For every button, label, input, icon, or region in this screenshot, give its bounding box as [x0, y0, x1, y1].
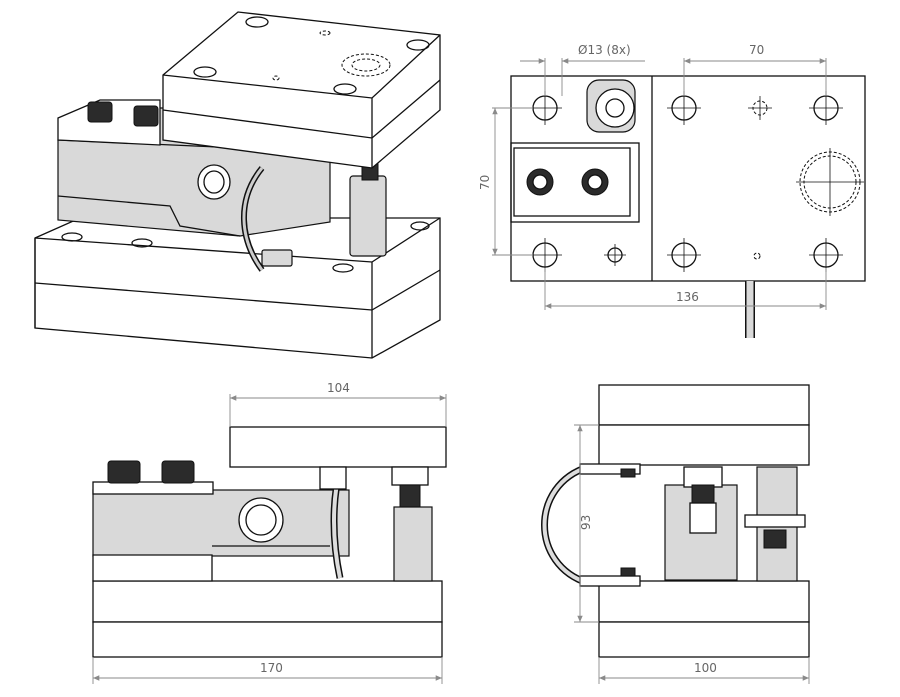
- front-base-width-label: 170: [260, 661, 283, 675]
- top-view: Ø13 (8x) 70 70 136: [478, 43, 866, 338]
- front-top-plate-width-label: 104: [327, 381, 350, 395]
- side-height-label: 93: [579, 515, 593, 530]
- top-vertical-spacing-label: 70: [478, 175, 492, 190]
- side-view: 93 100: [541, 384, 810, 684]
- front-view: 104 170: [92, 381, 447, 684]
- top-overall-spacing-label: 136: [676, 290, 699, 304]
- hole-callout-label: Ø13 (8x): [578, 43, 631, 57]
- top-hole-spacing-label: 70: [749, 43, 764, 57]
- side-base-width-label: 100: [694, 661, 717, 675]
- isometric-view: [34, 11, 441, 359]
